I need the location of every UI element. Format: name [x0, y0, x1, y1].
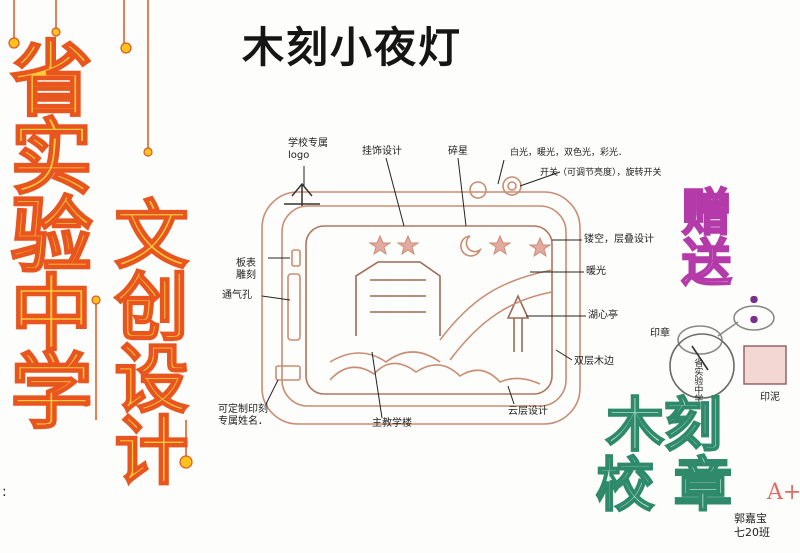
- annotation-switch: 开关（可调节亮度），旋转开关: [540, 168, 662, 178]
- grade-mark: A+: [767, 480, 800, 505]
- ink-pad-label: 印泥: [760, 392, 780, 403]
- annotation-hollow-carving: 镂空，层叠设计: [584, 234, 654, 245]
- annotation-pavilion: 湖心亭: [588, 310, 618, 321]
- stamp-face-text: 省实验中学: [692, 358, 703, 403]
- seal-title-line2: 校章: [595, 451, 753, 519]
- annotation-stars: 碎星: [448, 146, 468, 157]
- beads: [8, 27, 193, 469]
- page-title: 木刻小夜灯: [242, 23, 463, 72]
- annotation-carved-surface: 板表 雕刻: [236, 258, 256, 281]
- annotation-warm-light: 暖光: [586, 266, 606, 277]
- ink-pad: [743, 345, 787, 385]
- author-name: 郭嘉宝: [734, 512, 767, 525]
- leader-lines: [261, 157, 586, 419]
- annotation-school-logo: 学校专属 logo: [288, 138, 328, 161]
- school-name-vertical: 省实验中学: [0, 35, 92, 427]
- hanging-strings: [13, 0, 187, 460]
- seal-title-line1: 木刻: [605, 391, 723, 459]
- annotation-double-frame: 双层木边: [574, 356, 614, 367]
- gift-label: 赠送: [673, 185, 733, 287]
- annotation-cloud: 云层设计: [508, 406, 548, 417]
- gift-colon: ：: [744, 286, 784, 332]
- author-class: 七20班: [734, 525, 770, 539]
- annotation-custom-print: 可定制印刻 专属姓名．: [218, 404, 268, 427]
- author-block: 郭嘉宝 七20班: [734, 512, 770, 540]
- stamp-keychain: [669, 305, 775, 399]
- annotation-light-modes: 白光，暖光，双色光，彩光．: [510, 148, 628, 158]
- annotation-trim: 挂饰设计: [362, 146, 402, 157]
- lamp-body: [261, 176, 581, 425]
- stamp-label: 印章: [650, 328, 670, 339]
- school-logo-mark: [284, 182, 320, 206]
- stray-mark: :: [2, 484, 7, 500]
- annotation-ventilation: 通气孔: [222, 290, 252, 301]
- stars: [368, 234, 552, 258]
- subtitle-vertical: 文创设计: [101, 195, 189, 485]
- annotation-main-building: 主教学楼: [372, 418, 412, 429]
